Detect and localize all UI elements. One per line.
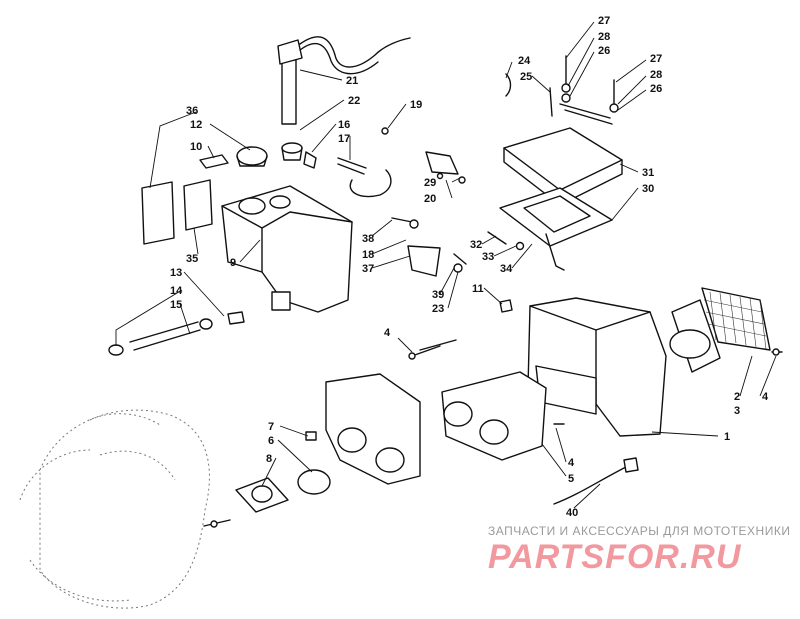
callout-39: 39 (432, 289, 444, 301)
intake-screen (669, 287, 771, 373)
callout-26-top: 26 (598, 45, 610, 57)
intake-manifold (325, 373, 421, 485)
callout-30: 30 (642, 183, 654, 195)
callout-37: 37 (362, 263, 374, 275)
fasteners-top (505, 55, 619, 117)
callout-35: 35 (186, 253, 198, 265)
callout-28-top: 28 (598, 31, 610, 43)
leader-lines (115, 21, 777, 509)
gasket-plate (199, 154, 229, 169)
callout-15: 15 (170, 299, 182, 311)
callout-25: 25 (520, 71, 532, 83)
callout-2: 2 (734, 391, 740, 403)
callout-27-top: 27 (598, 15, 610, 27)
watermark-logo[interactable]: PARTSFOR.RU (488, 538, 742, 576)
callout-labels: 1 2 3 4 4 4 5 6 7 8 9 10 11 12 13 14 15 … (170, 15, 769, 519)
callout-12: 12 (190, 119, 202, 131)
flange-clamp (235, 431, 331, 513)
callout-29: 29 (424, 177, 436, 189)
oil-tank (221, 185, 353, 313)
watermark-caption: ЗАПЧАСТИ И АКСЕССУАРЫ ДЛЯ МОТОТЕХНИКИ (488, 524, 791, 538)
callout-27-right: 27 (650, 53, 662, 65)
callout-31: 31 (642, 167, 654, 179)
carb-adapter (441, 371, 547, 461)
insulation-panels (141, 179, 213, 245)
callout-16: 16 (338, 119, 350, 131)
callout-4-left: 4 (384, 327, 391, 339)
callout-28-right: 28 (650, 69, 662, 81)
callout-38: 38 (362, 233, 374, 245)
callout-9: 9 (230, 257, 236, 269)
callout-8: 8 (266, 453, 272, 465)
callout-1: 1 (724, 431, 730, 443)
air-silencer-box (527, 297, 667, 437)
callout-6: 6 (268, 435, 274, 447)
callout-23: 23 (432, 303, 444, 315)
callout-34: 34 (500, 263, 513, 275)
callout-17: 17 (338, 133, 350, 145)
callout-14: 14 (170, 285, 183, 297)
fasteners-misc (203, 217, 783, 528)
vent-tubes (303, 151, 392, 198)
callout-18: 18 (362, 249, 374, 261)
carb-cover (499, 103, 623, 247)
callout-24: 24 (518, 55, 531, 67)
callout-4-right: 4 (762, 391, 769, 403)
tank-bracket (381, 127, 466, 184)
tie-strap (553, 457, 639, 505)
callout-3: 3 (734, 405, 740, 417)
callout-5: 5 (568, 473, 574, 485)
filler-neck-hose (277, 36, 411, 161)
engine-outline-ghost (19, 409, 210, 609)
callout-22: 22 (348, 95, 360, 107)
callout-19: 19 (410, 99, 422, 111)
callout-20: 20 (424, 193, 436, 205)
callout-10: 10 (190, 141, 202, 153)
callout-36: 36 (186, 105, 198, 117)
callout-21: 21 (346, 75, 358, 87)
callout-7: 7 (268, 421, 274, 433)
callout-32: 32 (470, 239, 482, 251)
callout-26-right: 26 (650, 83, 662, 95)
callout-4-bottom: 4 (568, 457, 575, 469)
callout-13: 13 (170, 267, 182, 279)
callout-33: 33 (482, 251, 494, 263)
oil-line (108, 311, 245, 356)
callout-40: 40 (566, 507, 578, 519)
oil-cap (236, 146, 268, 167)
callout-11: 11 (472, 283, 484, 295)
